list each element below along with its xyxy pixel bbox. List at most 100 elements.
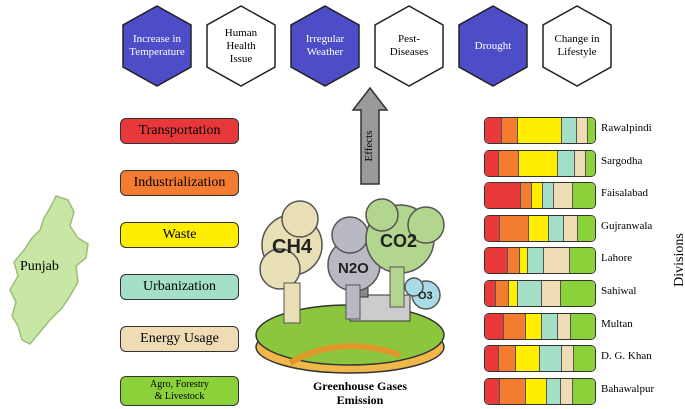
effect-label-line: Pest- bbox=[398, 33, 420, 45]
o3-cloud bbox=[404, 277, 441, 310]
factor-label: Urbanization bbox=[142, 279, 217, 294]
bar-segment bbox=[577, 118, 589, 143]
bar-segment bbox=[542, 281, 561, 306]
bar-segment bbox=[542, 313, 558, 339]
bar-segment bbox=[570, 313, 595, 339]
bar-segment bbox=[527, 248, 545, 274]
bar-segment bbox=[485, 150, 500, 176]
ch4-cloud bbox=[259, 200, 323, 324]
effect-label-line: Health bbox=[226, 39, 256, 52]
bar-segment bbox=[572, 183, 595, 209]
gas-label: N2O bbox=[338, 260, 369, 277]
bar-segment bbox=[503, 313, 526, 339]
bar-segment bbox=[485, 378, 501, 404]
division-label: Sargodha bbox=[601, 154, 643, 167]
factor-label: Agro, Forestry bbox=[150, 379, 209, 390]
bar-segment bbox=[517, 281, 543, 306]
bar-segment bbox=[575, 150, 587, 176]
bar-segment bbox=[508, 248, 521, 274]
factor-box: Agro, Forestry& Livestock bbox=[120, 376, 239, 406]
bar-segment bbox=[560, 281, 595, 306]
factor-box: Urbanization bbox=[120, 274, 239, 300]
gas-label: O3 bbox=[418, 290, 433, 302]
greenhouse-emission-illustration: CH4 N2O CO2 O3 bbox=[255, 198, 445, 374]
bar-segment bbox=[485, 118, 502, 143]
effect-label-line: Temperature bbox=[129, 46, 185, 58]
division-label: Bahawalpur bbox=[601, 382, 655, 395]
effect-label-line: Increase in bbox=[133, 33, 181, 45]
emission-label: Greenhouse Gases Emission bbox=[290, 379, 430, 407]
division-stacked-bar bbox=[484, 214, 596, 242]
effects-arrow bbox=[351, 86, 389, 185]
bar-segment bbox=[485, 313, 504, 339]
bar-segment bbox=[485, 281, 496, 306]
factor-box: Transportation bbox=[120, 118, 239, 144]
effect-label-line: Lifestyle bbox=[557, 46, 597, 58]
bar-segment bbox=[509, 281, 518, 306]
bar-segment bbox=[525, 378, 547, 404]
bar-segment bbox=[588, 118, 595, 143]
bar-segment bbox=[569, 248, 595, 274]
bar-segment bbox=[586, 150, 595, 176]
bar-segment bbox=[554, 183, 573, 209]
bar-segment bbox=[528, 215, 549, 241]
effect-label-line: Irregular bbox=[305, 33, 345, 45]
effect-hexagon: Drought bbox=[457, 4, 529, 88]
division-stacked-bar bbox=[484, 377, 596, 405]
effect-label-line: Change in bbox=[554, 33, 600, 45]
bar-segment bbox=[485, 248, 509, 274]
division-label: Multan bbox=[601, 317, 633, 330]
effect-label-line: Issue bbox=[229, 52, 253, 65]
division-stacked-bar bbox=[484, 247, 596, 275]
division-stacked-bar bbox=[484, 182, 596, 210]
bar-segment bbox=[557, 313, 571, 339]
gas-label: CH4 bbox=[272, 236, 313, 258]
effect-label: Drought bbox=[463, 4, 523, 88]
bar-segment bbox=[519, 150, 558, 176]
gas-label: CO2 bbox=[380, 231, 417, 251]
bar-segment bbox=[496, 281, 510, 306]
bar-segment bbox=[499, 150, 520, 176]
effect-label-line: Human bbox=[224, 26, 258, 39]
bar-segment bbox=[557, 150, 576, 176]
bar-segment bbox=[485, 215, 501, 241]
emission-label-line: Emission bbox=[336, 393, 384, 407]
division-label: Rawalpindi bbox=[601, 122, 652, 134]
factor-box: Industrialization bbox=[120, 170, 239, 196]
division-stacked-bar bbox=[484, 345, 596, 373]
region-label: Punjab bbox=[20, 259, 59, 274]
bar-segment bbox=[544, 248, 570, 274]
factor-label: & Livestock bbox=[154, 391, 205, 402]
division-stacked-bar bbox=[484, 280, 596, 307]
bar-segment bbox=[499, 346, 516, 372]
division-label: Sahiwal bbox=[601, 285, 637, 297]
bar-segment bbox=[546, 378, 561, 404]
division-label: Lahore bbox=[601, 252, 633, 265]
effect-label-line: Diseases bbox=[389, 46, 429, 58]
division-label: Gujranwala bbox=[601, 219, 653, 232]
bar-segment bbox=[562, 118, 578, 143]
factor-label: Waste bbox=[162, 227, 197, 242]
factor-box: Waste bbox=[120, 222, 239, 248]
factor-label: Transportation bbox=[138, 123, 221, 138]
bar-segment bbox=[520, 248, 528, 274]
division-stacked-bar bbox=[484, 117, 596, 144]
division-stacked-bar bbox=[484, 149, 596, 177]
co2-cloud bbox=[365, 198, 445, 308]
bar-segment bbox=[543, 183, 555, 209]
bar-segment bbox=[515, 346, 540, 372]
bar-segment bbox=[572, 378, 595, 404]
effects-arrow-label: Effects bbox=[363, 130, 375, 162]
n2o-cloud bbox=[327, 216, 381, 320]
bar-segment bbox=[564, 215, 579, 241]
punjab-map bbox=[9, 195, 89, 345]
bar-segment bbox=[485, 183, 522, 209]
bar-segment bbox=[561, 346, 575, 372]
